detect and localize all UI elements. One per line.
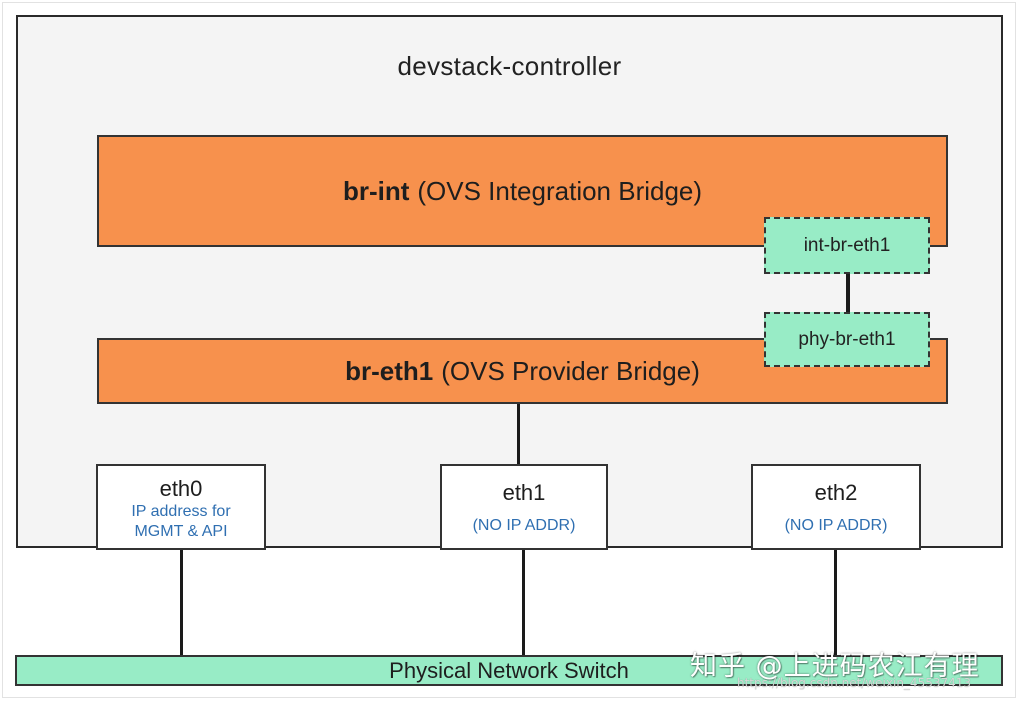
eth2-name: eth2 xyxy=(814,480,858,505)
int-br-eth1-port: int-br-eth1 xyxy=(764,217,930,274)
eth1-sub: (NO IP ADDR) xyxy=(472,517,576,534)
physical-network-switch: Physical Network Switch xyxy=(15,655,1003,686)
eth2-to-switch-link xyxy=(834,550,837,655)
watermark-text: 知乎 @上进码农江有理 xyxy=(690,651,980,682)
eth2-sub: (NO IP ADDR) xyxy=(784,517,888,534)
br-eth1-to-eth1-link xyxy=(517,404,520,464)
br-eth1-name: br-eth1 xyxy=(345,355,434,386)
eth0-sub-line2: MGMT & API xyxy=(134,523,228,540)
phy-br-eth1-port: phy-br-eth1 xyxy=(764,312,930,367)
patch-port-link xyxy=(846,274,850,312)
controller-title: devstack-controller xyxy=(397,51,622,81)
br-eth1-desc: (OVS Provider Bridge) xyxy=(441,355,700,386)
eth2-interface: eth2 (NO IP ADDR) xyxy=(751,464,921,550)
eth1-name: eth1 xyxy=(502,480,546,505)
eth1-to-switch-link xyxy=(522,550,525,655)
br-int-desc: (OVS Integration Bridge) xyxy=(417,175,703,206)
watermark-url: https://blog.csdn.net/weixin_45537413 xyxy=(737,676,972,690)
eth0-to-switch-link xyxy=(180,550,183,655)
eth0-name: eth0 xyxy=(159,476,203,501)
eth0-sub-line1: IP address for xyxy=(131,503,231,520)
eth1-interface: eth1 (NO IP ADDR) xyxy=(440,464,608,550)
eth0-interface: eth0 IP address for MGMT & API xyxy=(96,464,266,550)
br-int-name: br-int xyxy=(342,175,410,206)
